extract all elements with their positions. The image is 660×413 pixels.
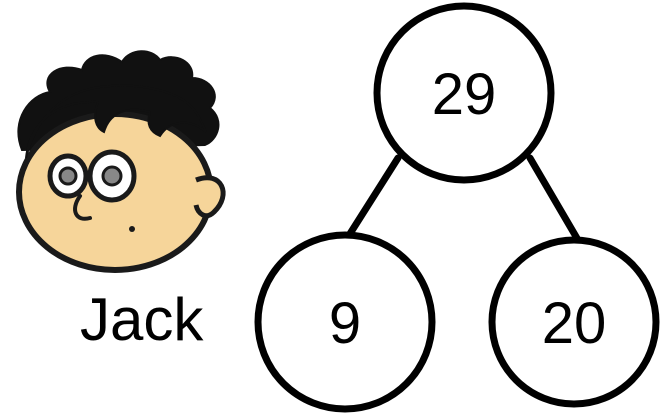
character-name: Jack (80, 286, 204, 353)
edge-root-left (346, 158, 398, 240)
root-node: 29 (377, 6, 551, 180)
right-pupil (103, 167, 121, 185)
right-node-value: 20 (542, 291, 607, 356)
root-node-value: 29 (432, 62, 497, 127)
edge-root-right (530, 158, 578, 240)
left-node-value: 9 (329, 291, 361, 356)
left-node: 9 (258, 235, 432, 409)
boy-face-icon (18, 51, 223, 270)
ear (196, 178, 223, 216)
mouth (129, 226, 135, 232)
left-pupil (60, 168, 76, 184)
right-node: 20 (492, 240, 656, 404)
